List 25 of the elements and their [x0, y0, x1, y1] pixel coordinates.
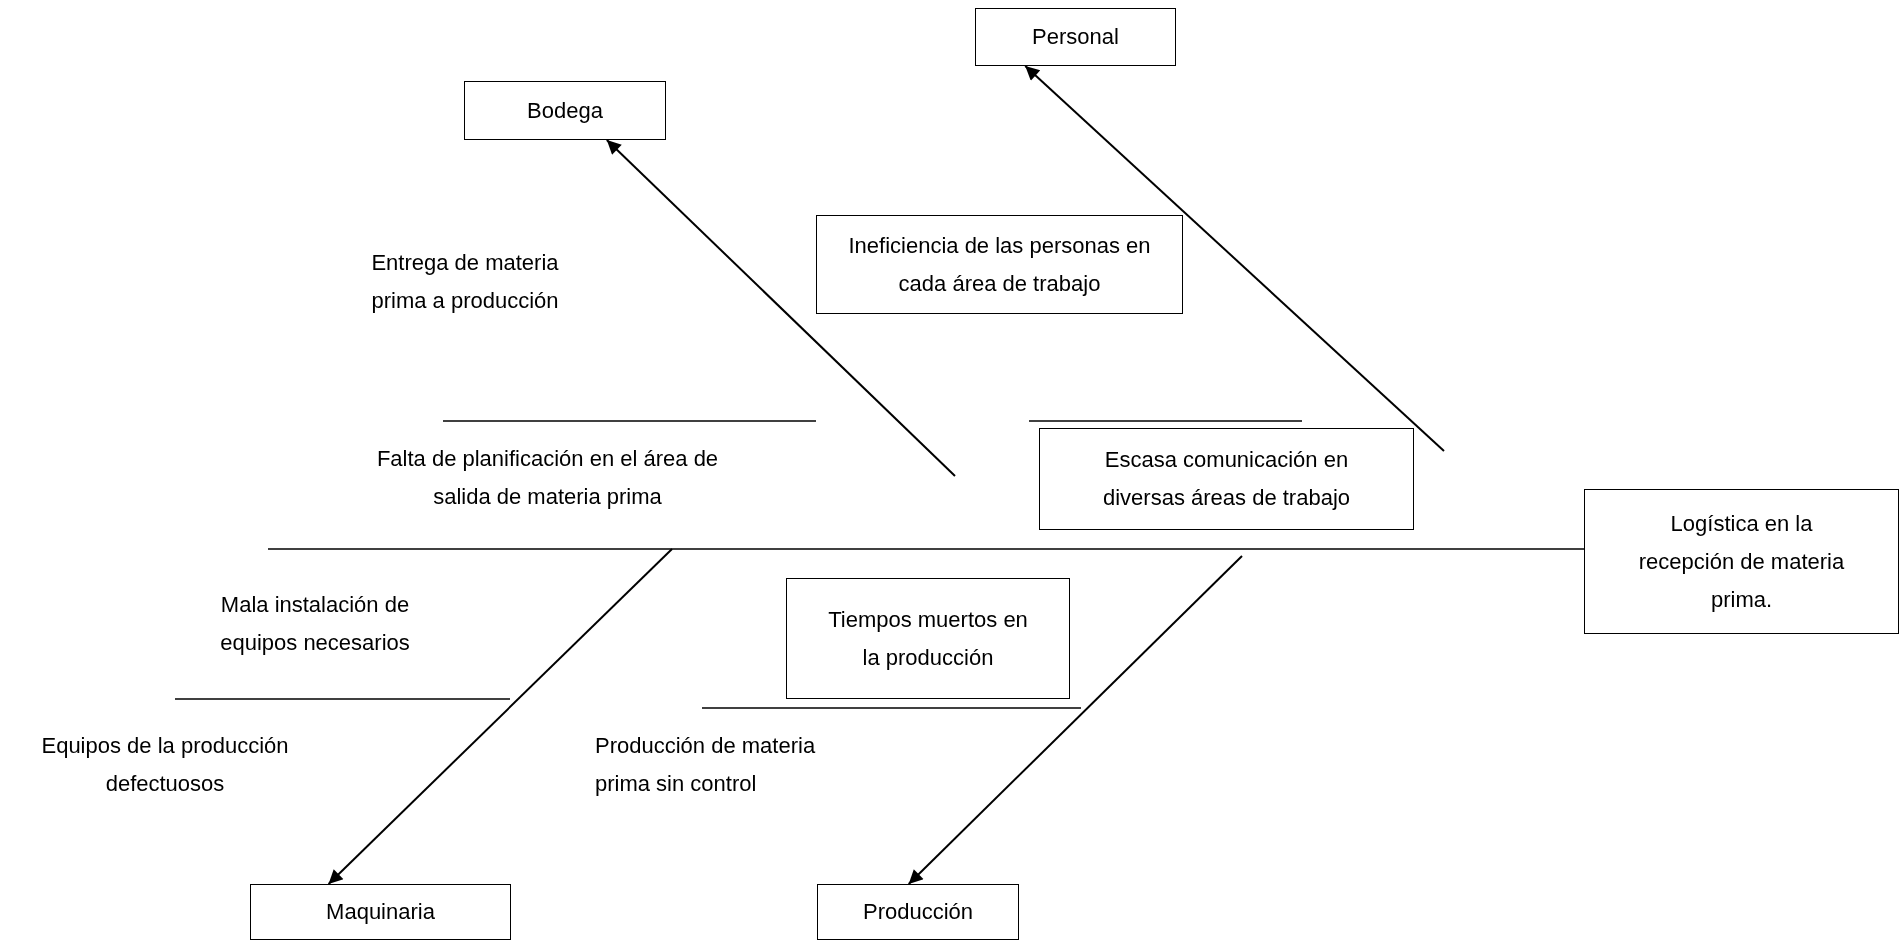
cause-label: Producción de materia prima sin control	[595, 732, 817, 798]
arrow	[327, 548, 673, 885]
cause-label: Entrega de materia prima a producción	[370, 249, 560, 315]
category-box	[786, 578, 1070, 699]
box-text: Tiempos muertos en la producción	[827, 605, 1029, 672]
box-text: Maquinaria	[326, 898, 435, 926]
effect-text: Logística en la recepción de materia prima.	[1637, 509, 1846, 614]
box-text: Escasa comunicación en diversas áreas de trabajo	[1102, 446, 1351, 512]
category-box	[816, 215, 1183, 314]
cause-label: Equipos de la producción defectuosos	[40, 732, 290, 798]
cause-label: Falta de planificación en el área de salida de materia prima	[375, 445, 720, 511]
box-text: Producción	[862, 898, 974, 926]
category-box	[250, 884, 511, 940]
box-text: Bodega	[527, 96, 603, 125]
arrow	[1024, 65, 1445, 452]
category-box	[464, 81, 666, 140]
category-box	[1039, 428, 1414, 530]
effect-box	[1584, 489, 1899, 634]
box-text: Personal	[1032, 23, 1119, 51]
category-box	[975, 8, 1176, 66]
category-box	[817, 884, 1019, 940]
arrow	[605, 139, 956, 477]
box-text: Ineficiencia de las personas en cada área de trabajo	[847, 231, 1152, 298]
arrow	[907, 555, 1243, 885]
cause-label: Mala instalación de equipos necesarios	[219, 591, 411, 657]
